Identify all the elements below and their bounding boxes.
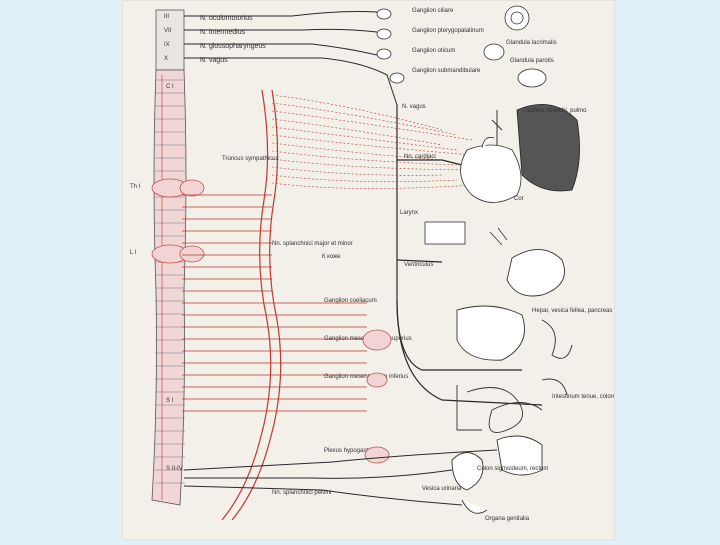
cardiopulmonary-fiber [271,142,443,161]
segment-l1-label: L I [130,250,137,256]
ganglion-submandibulare-label: Ganglion submandibulare [412,68,481,74]
cranial-roman-1: III [164,14,169,20]
ganglion-mesentericum-inf-label: Ganglion mesentericum inferius [324,374,408,380]
gland-parotis-label: Glandula parotis [510,58,554,64]
cranial-label-intermedius: N. intermedius [200,29,246,36]
ganglion-ciliare-label: Ganglion ciliare [412,8,454,14]
ganglion-coeliacum-label: Ganglion coeliacum [324,298,377,304]
cranial-roman-2: VII [164,28,172,34]
vagus-branch-label: N. vagus [402,104,426,110]
plexus-hypogastricus-label: Plexus hypogastricus [324,448,381,454]
cardiopulmonary-fiber [271,182,473,189]
segment-th1-label: Th I [130,184,141,190]
cardiopulmonary-fiber [271,110,473,141]
gland-lacrimalis-label: Glandula lacrimalis [506,40,557,46]
truncus-sympathicus [221,89,282,521]
heart-label: Cor [514,196,524,202]
cardiopulmonary-fiber [271,118,443,146]
larynx-organ [424,221,508,246]
lungs-label: Trachea, bronchi, pulmo [522,108,587,114]
stomach-organ [506,249,565,297]
k-kozhe-label: К коже [322,254,341,260]
cardiopulmonary-fiber [271,102,458,136]
larynx-label: Larynx [400,210,418,216]
segment-s1-label: S I [166,398,174,404]
liver-label: Hepar, vesica fellea, pancreas [532,308,612,314]
stomach-label: Ventriculus [404,262,433,268]
cardiopulmonary-fiber [271,134,473,156]
cranial-roman-4: X [164,56,168,62]
splanchnic-major-label: Nn. splanchnici major et minor [272,241,353,247]
rectum-label: Colon sigmoideum, rectum [477,466,548,472]
cranial-nerves: III VII IX X N. oculomotorius N. interme… [164,11,398,106]
autonomic-nervous-system-diagram: III VII IX X N. oculomotorius N. interme… [130,5,614,522]
cardiopulmonary-fiber [271,158,473,171]
prevertebral-ganglia [362,329,392,464]
truncus-label: Truncus sympathicus [222,156,278,162]
cranial-roman-3: IX [164,42,170,48]
genitals-label: Organa genitalia [485,516,530,522]
sympathetic-chain-ganglia [151,178,205,264]
cardiopulmonary-fiber [271,94,443,131]
heart-organ [460,137,522,203]
ganglion-oticum-label: Ganglion oticum [412,48,455,54]
intestine-label: Intestinum tenue, colon [552,394,614,400]
cardiopulmonary-fiber [271,150,458,166]
intestine-organ [456,378,568,433]
bladder-label: Vesica urinaria [422,486,462,492]
head-ganglia [376,5,547,88]
liver-organ [456,305,573,361]
cranial-label-glossopharyngeus: N. glossopharyngeus [200,43,266,50]
sympathetic-fibers [182,194,367,412]
cardiopulmonary-fibers [271,94,473,189]
spinal-column [151,9,187,506]
cardiopulmonary-fiber [271,174,458,182]
ganglion-pterygopalatinum-label: Ganglion pterygopalatinum [412,28,484,34]
scanned-figure: III VII IX X N. oculomotorius N. interme… [122,0,615,540]
cranial-label-oculomotorius: N. oculomotorius [200,15,253,22]
lungs-organ [491,104,580,192]
segment-c1-label: C I [166,84,174,90]
segment-sii-iv-label: S II-IV [166,466,183,472]
cranial-label-vagus: N. vagus [200,57,228,64]
cardiopulmonary-fiber [271,166,443,176]
pelvic-parasympathetic [183,449,498,506]
pelvic-organs [451,435,543,514]
splanchnic-pelvic-label: Nn. splanchnici pelvini [272,490,331,496]
cardiac-plexus-label: Nn. cardiaci [404,154,436,160]
